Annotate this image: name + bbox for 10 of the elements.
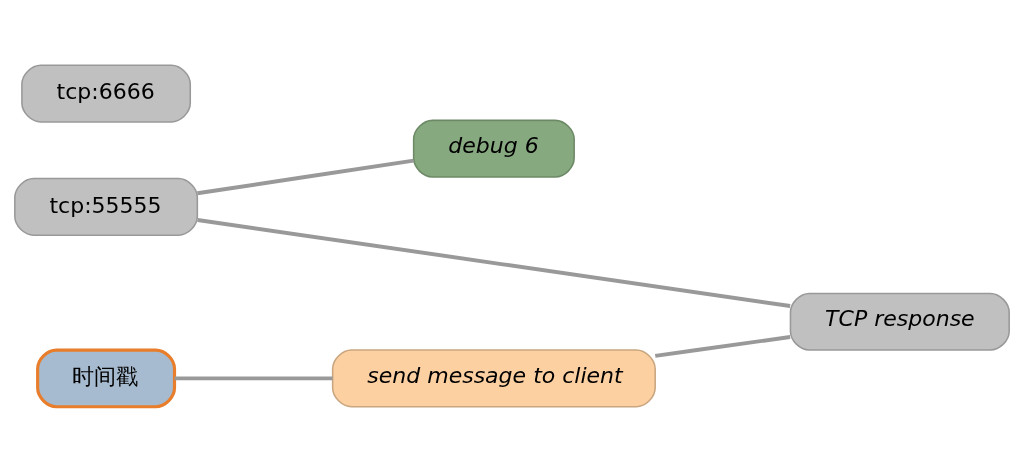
connector [197, 158, 414, 195]
node-box: debug 6 [412, 119, 575, 178]
connector [174, 375, 333, 380]
node-box: TCP response [789, 292, 1010, 351]
connector [197, 217, 791, 308]
node-box: tcp:6666 [21, 64, 192, 123]
node-box: send message to client [331, 348, 656, 407]
node-box: 时间戳 [36, 348, 177, 408]
node-box: tcp:55555 [14, 177, 199, 236]
connector [654, 334, 791, 358]
